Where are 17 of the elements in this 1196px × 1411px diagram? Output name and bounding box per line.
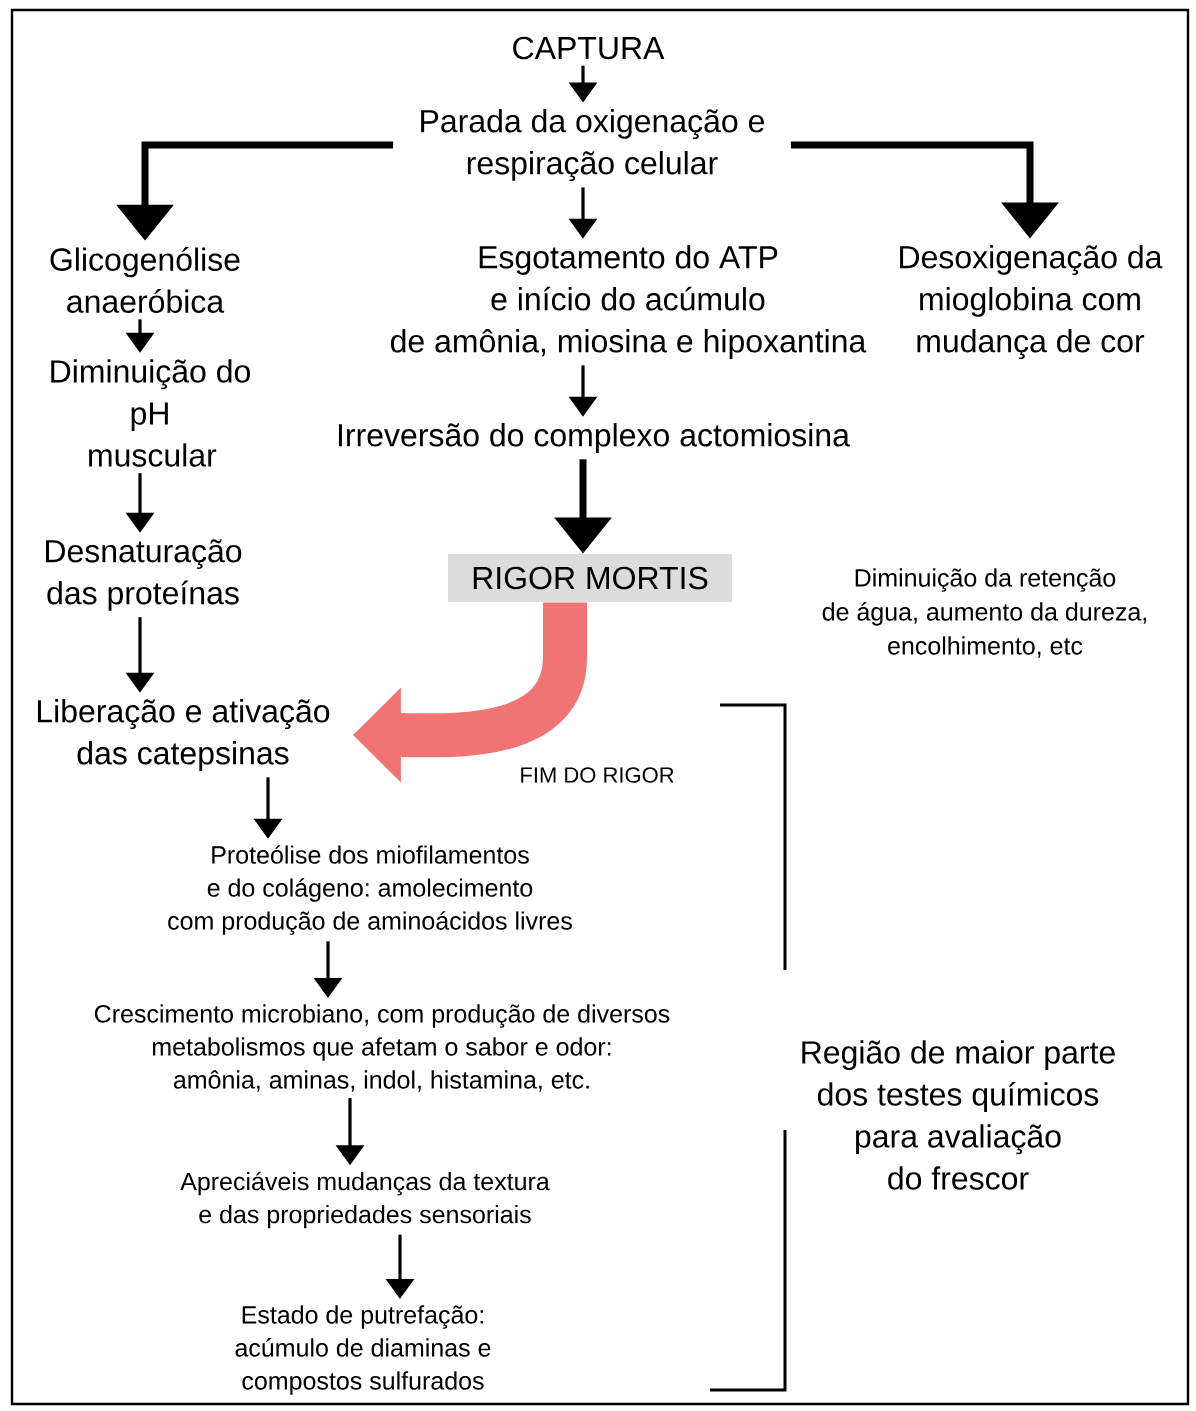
step-text: Esgotamento do ATP e início do acúmulo de amônia, miosina e hipoxantina [391, 245, 867, 359]
step-text: Apreciáveis mudanças da textura e das propriedades sensoriais [180, 1171, 550, 1229]
step-text: Desnaturação das proteínas [46, 539, 242, 611]
step-text: CAPTURA [513, 36, 665, 60]
highlight-box: RIGOR MORTIS [448, 554, 732, 602]
step-text: Crescimento microbiano, com produção de diversos metabolismos que afetam o sabor e odor: amônia, aminas, indol, histamina, etc. [94, 1004, 670, 1092]
step-text: Proteólise dos miofilamentos e do colágeno: amolecimento com produção de aminoácidos livres [168, 845, 572, 935]
step-text: Glicogenólise anaeróbica [50, 247, 240, 313]
note-text: Região de maior parte dos testes químicos para avaliação do frescor [802, 1040, 1115, 1190]
step-text: Irreversão do complexo actomiosina [338, 423, 850, 453]
step-text: Diminuição do pH muscular [51, 359, 250, 467]
step-text: Desoxigenação da mioglobina com mudança de cor [900, 245, 1163, 359]
step-text: Liberação e ativação das catepsinas [37, 699, 330, 771]
step-text: Estado de putrefação: acúmulo de diaminas e compostos sulfurados [235, 1305, 491, 1395]
step-text: Parada da oxigenação e respiração celular [421, 109, 764, 181]
edge-label: FIM DO RIGOR [517, 765, 677, 785]
note-text: Diminuição da retenção de água, aumento da dureza, encolhimento, etc [822, 568, 1146, 658]
